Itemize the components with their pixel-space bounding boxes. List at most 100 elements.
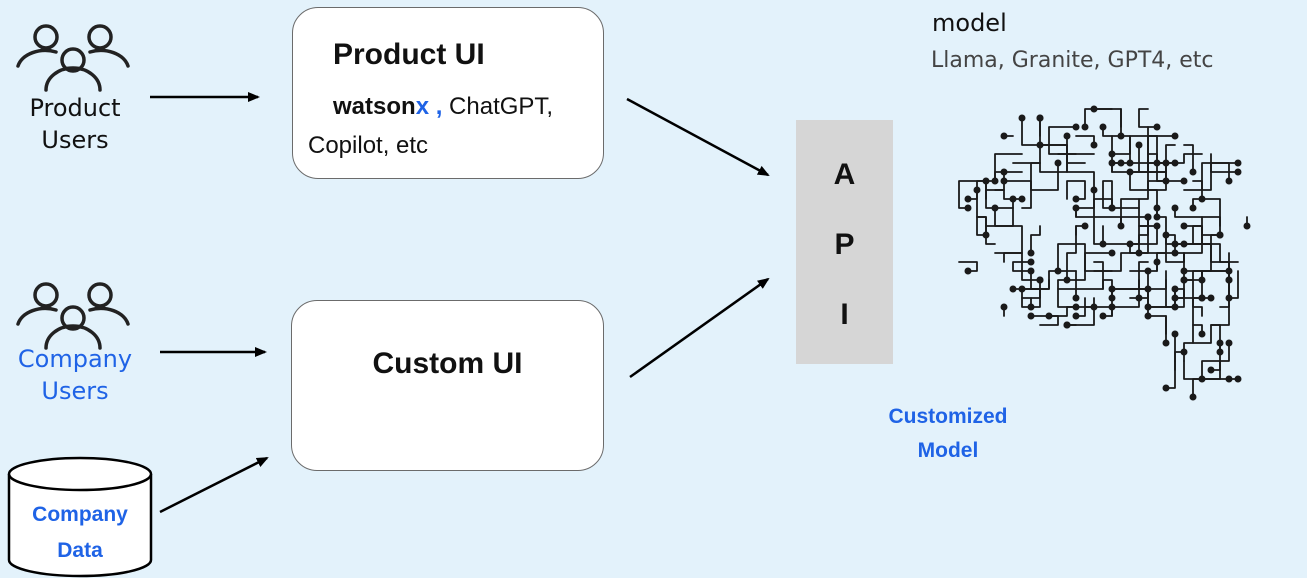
circuit-trace (1111, 108, 1122, 164)
circuit-node (1135, 141, 1143, 149)
circuit-trace (1039, 117, 1068, 155)
circuit-trace (958, 180, 987, 209)
circuit-trace (1111, 162, 1140, 173)
circuit-node (964, 195, 972, 203)
circuit-brain-icon (958, 105, 1251, 401)
circuit-trace (1111, 297, 1140, 317)
circuit-node (964, 267, 972, 275)
circuit-trace (1003, 171, 1032, 209)
circuit-trace (1201, 162, 1230, 191)
circuit-trace (1066, 153, 1095, 191)
circuit-node (1018, 285, 1026, 293)
circuit-node (1189, 168, 1197, 176)
circuit-trace (1156, 207, 1185, 245)
circuit-trace (1192, 360, 1221, 398)
circuit-trace (1066, 180, 1086, 200)
circuit-trace (1201, 270, 1230, 299)
circuit-trace (1039, 144, 1068, 173)
circuit-node (1216, 231, 1224, 239)
circuit-node (1135, 249, 1143, 257)
circuit-trace (1174, 297, 1203, 308)
circuit-trace (1138, 270, 1149, 299)
circuit-node (1234, 168, 1242, 176)
circuit-node (1045, 312, 1053, 320)
circuit-node (1063, 321, 1071, 329)
circuit-node (1072, 123, 1080, 131)
product-ui-line1-rest: ChatGPT, (442, 93, 554, 120)
circuit-node (1036, 276, 1044, 284)
circuit-node (1117, 222, 1125, 230)
circuit-node (1054, 159, 1062, 167)
circuit-node (1162, 384, 1170, 392)
circuit-node (1225, 177, 1233, 185)
circuit-node (1000, 132, 1008, 140)
circuit-node (1189, 204, 1197, 212)
circuit-node (1144, 285, 1152, 293)
circuit-trace (1084, 108, 1113, 128)
circuit-node (1162, 339, 1170, 347)
circuit-node (1180, 222, 1188, 230)
api-letter-p: P (834, 228, 855, 261)
arrow-company-data-to-custom-ui (159, 456, 269, 514)
circuit-node (1126, 240, 1134, 248)
circuit-node (1225, 276, 1233, 284)
circuit-node (1090, 141, 1098, 149)
product-users-label: Product Users (10, 92, 140, 156)
circuit-node (1081, 222, 1089, 230)
circuit-trace (1219, 342, 1230, 371)
arrow-product-ui-to-api (626, 97, 770, 177)
circuit-node (1243, 222, 1251, 230)
circuit-trace (1030, 162, 1059, 191)
circuit-trace (1156, 135, 1176, 182)
company-users-line2: Users (41, 377, 109, 405)
people-group-icon (16, 282, 130, 350)
circuit-trace (1066, 225, 1077, 281)
circuit-node (1135, 294, 1143, 302)
circuit-node (1171, 132, 1179, 140)
circuit-node (1234, 159, 1242, 167)
circuit-trace (1183, 297, 1230, 362)
circuit-trace (1210, 234, 1239, 263)
database-cylinder-icon (7, 456, 153, 578)
circuit-trace (1075, 189, 1095, 218)
circuit-node (1117, 159, 1125, 167)
circuit-trace (1174, 207, 1203, 218)
product-ui-title: Product UI (333, 38, 485, 71)
circuit-node (1072, 294, 1080, 302)
custom-ui-box: Custom UI (291, 300, 604, 471)
circuit-trace (1120, 216, 1149, 245)
circuit-trace (994, 207, 1023, 254)
circuit-trace (1165, 360, 1176, 389)
circuit-trace (1111, 135, 1158, 155)
watsonx-brand-prefix: watson (333, 93, 416, 120)
circuit-trace (1102, 180, 1140, 209)
circuit-trace (976, 216, 996, 245)
circuit-node (1189, 393, 1197, 401)
circuit-trace (1192, 324, 1203, 344)
circuit-node (1027, 249, 1035, 257)
circuit-trace (1111, 261, 1149, 299)
custom-ui-title: Custom UI (372, 347, 523, 380)
circuit-trace (1201, 270, 1239, 299)
circuit-node (1072, 195, 1080, 203)
circuit-trace (1093, 108, 1122, 128)
circuit-trace (1147, 225, 1158, 245)
circuit-trace (976, 189, 987, 236)
circuit-node (1216, 348, 1224, 356)
api-letter-a: A (833, 158, 856, 191)
circuit-trace (1192, 198, 1221, 227)
customized-model-label: Customized Model (858, 400, 1038, 468)
circuit-trace (1138, 108, 1158, 128)
circuit-trace (967, 180, 1014, 209)
circuit-node (1180, 348, 1188, 356)
circuit-trace (1147, 315, 1167, 335)
circuit-trace (985, 171, 1023, 182)
circuit-trace (1093, 216, 1122, 245)
company-users-line1: Company (17, 345, 133, 373)
circuit-trace (1048, 306, 1068, 317)
circuit-node (1198, 330, 1206, 338)
circuit-trace (1210, 324, 1221, 353)
circuit-trace (958, 261, 978, 272)
circuit-trace (1012, 288, 1041, 299)
circuit-trace (994, 189, 1023, 200)
